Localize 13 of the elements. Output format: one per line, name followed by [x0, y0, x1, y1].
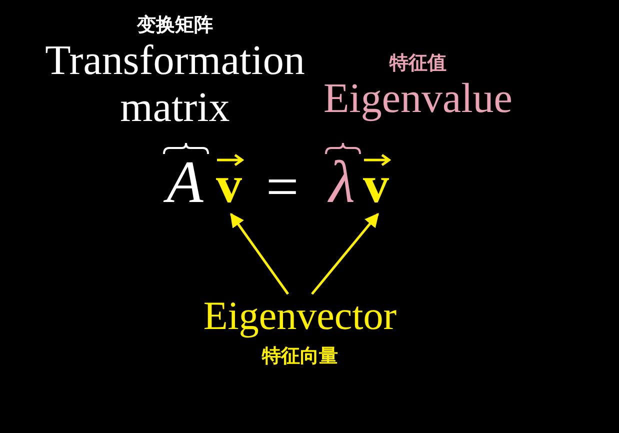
arrow — [311, 212, 379, 295]
chinese-heading: 变换矩阵 — [137, 13, 213, 38]
term-label: Eigenvalue — [322, 76, 514, 123]
arrow — [230, 212, 290, 295]
term-label: Eigenvector — [202, 292, 398, 339]
term-label: Transformation matrix — [44, 38, 306, 132]
equals-sign: = — [266, 158, 299, 216]
chinese-heading: 特征值 — [390, 51, 446, 76]
eigenvalue-symbol: λ — [326, 152, 356, 212]
vector-symbol: v — [215, 160, 243, 212]
vector-symbol: v — [362, 160, 390, 212]
matrix-symbol: A — [160, 152, 210, 212]
chinese-caption: 特征向量 — [262, 344, 338, 369]
